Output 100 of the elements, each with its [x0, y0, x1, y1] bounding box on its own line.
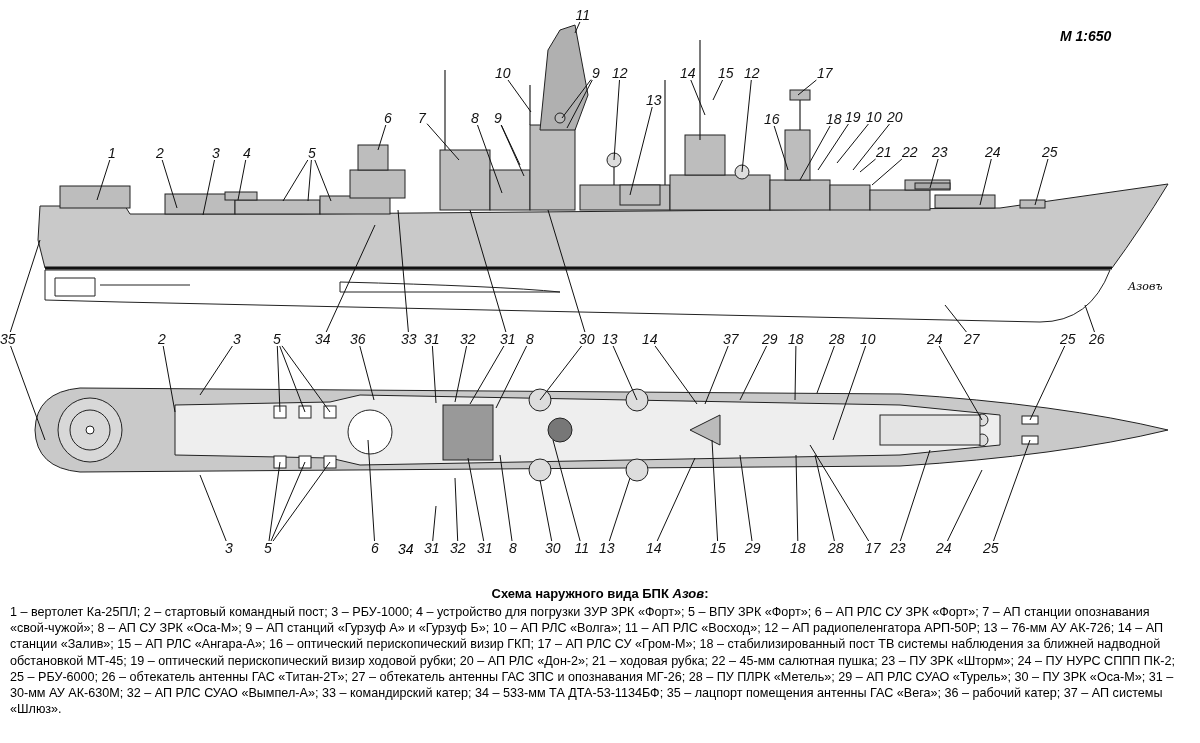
callout-number: 8 [470, 111, 480, 125]
leader-line [739, 454, 753, 542]
leader-line [307, 159, 312, 202]
leader-line [276, 345, 281, 413]
callout-number: 10 [859, 332, 877, 346]
callout-number: 34 [398, 541, 414, 557]
leader-line [96, 159, 111, 201]
leader-line [1034, 158, 1049, 206]
leader-line [816, 345, 835, 394]
leader-line [539, 345, 583, 401]
leader-line [629, 106, 653, 196]
leader-line [773, 125, 789, 171]
leader-line [467, 457, 485, 542]
leader-line [938, 345, 983, 421]
leader-line [929, 158, 939, 189]
leader-line [799, 125, 831, 181]
callout-number: 2 [155, 146, 165, 160]
leader-line [454, 477, 459, 542]
callout-number: 14 [679, 66, 697, 80]
leader-line [426, 123, 460, 161]
callout-number: 20 [886, 110, 904, 124]
leader-line [282, 159, 309, 202]
callout-number: 24 [935, 541, 953, 555]
callout-number: 32 [459, 332, 477, 346]
callout-number: 3 [232, 332, 242, 346]
leader-line [1084, 304, 1095, 333]
callout-number: 13 [598, 541, 616, 555]
callout-number: 4 [242, 146, 252, 160]
callout-number: 3 [224, 541, 234, 555]
callout-number: 27 [963, 332, 981, 346]
caption-title: Схема наружного вида БПК Азов: [490, 586, 710, 601]
callout-number: 22 [901, 145, 919, 159]
leader-line [797, 79, 817, 96]
leader-line [454, 345, 468, 403]
callout-number: 11 [573, 541, 591, 555]
leader-line [741, 79, 752, 173]
leader-line [272, 461, 331, 542]
leader-line [946, 469, 983, 542]
leader-line [162, 345, 176, 413]
leader-line [1029, 345, 1066, 421]
leader-line [552, 439, 581, 542]
leader-line [270, 461, 306, 542]
leader-line [325, 224, 376, 333]
callout-number: 24 [984, 145, 1002, 159]
leader-line [944, 304, 967, 333]
scale-label: М 1:650 [1060, 28, 1112, 44]
callout-number: 12 [743, 66, 761, 80]
leader-line [612, 345, 638, 401]
callout-number: 8 [525, 332, 535, 346]
leader-line [10, 345, 46, 441]
callout-number: 34 [314, 332, 332, 346]
leader-line [836, 123, 869, 164]
callout-number: 10 [865, 110, 883, 124]
leader-line [500, 124, 525, 177]
leader-line [809, 444, 870, 542]
callout-number: 29 [761, 332, 779, 346]
callout-number: 5 [263, 541, 273, 555]
leader-line [993, 439, 1031, 542]
callout-number: 33 [400, 332, 418, 346]
callout-number: 10 [494, 66, 512, 80]
callout-number: 25 [1059, 332, 1077, 346]
callout-number: 35 [0, 332, 17, 346]
callout-number: 3 [211, 146, 221, 160]
callout-number: 31 [499, 332, 517, 346]
callout-number: 21 [875, 145, 893, 159]
leader-line [712, 79, 724, 101]
leader-line [690, 79, 706, 116]
leader-line [431, 345, 437, 404]
leader-line [202, 159, 215, 216]
callout-number: 6 [370, 541, 380, 555]
callout-number: 23 [889, 541, 907, 555]
callout-number: 9 [493, 111, 503, 125]
callout-number: 37 [722, 332, 740, 346]
leader-line [499, 454, 513, 542]
leader-line [199, 345, 233, 396]
callout-number: 16 [763, 112, 781, 126]
callout-number: 17 [816, 66, 834, 80]
callout-number: 18 [787, 332, 805, 346]
leader-line [711, 439, 719, 542]
callout-number: 24 [926, 332, 944, 346]
callout-number: 36 [349, 332, 367, 346]
callout-number: 26 [1088, 332, 1106, 346]
callout-number: 31 [423, 541, 441, 555]
callout-number: 23 [931, 145, 949, 159]
leader-line [237, 159, 247, 201]
callout-number: 8 [508, 541, 518, 555]
leader-line [377, 124, 387, 151]
callout-number: 32 [449, 541, 467, 555]
leader-line [469, 209, 507, 333]
callout-number: 5 [307, 146, 317, 160]
leader-line [561, 79, 592, 119]
leader-line [852, 123, 890, 171]
leader-line [899, 449, 931, 542]
leader-line [814, 454, 835, 542]
leader-line [979, 158, 992, 206]
leader-line [859, 158, 877, 173]
leader-line [477, 124, 503, 194]
leader-line [500, 124, 521, 166]
callout-number: 15 [717, 66, 735, 80]
leader-line [281, 345, 331, 413]
